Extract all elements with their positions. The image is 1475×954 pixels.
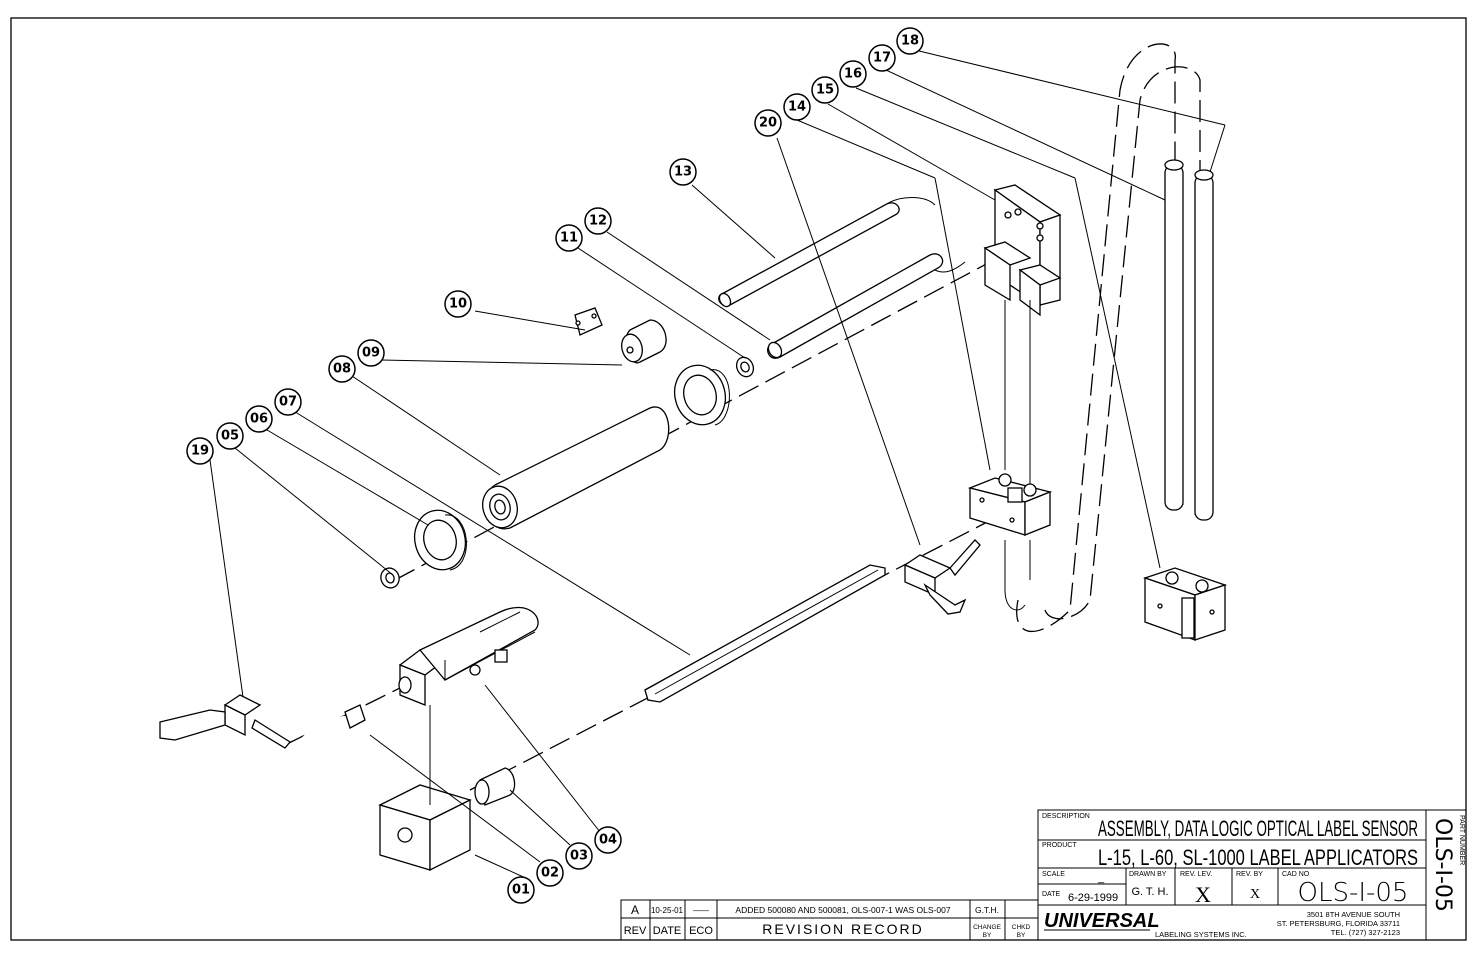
svg-text:17: 17 xyxy=(873,51,891,66)
drawn-by-label: DRAWN BY xyxy=(1129,871,1167,878)
revision-record: A 10-25-01 —— ADDED 500080 AND 500081, O… xyxy=(620,899,1039,941)
product-label: PRODUCT xyxy=(1042,842,1077,849)
date-header: DATE xyxy=(653,925,682,937)
svg-text:06: 06 xyxy=(250,412,268,427)
balloon-12: 12 xyxy=(584,207,612,235)
svg-text:02: 02 xyxy=(541,866,559,881)
svg-text:01: 01 xyxy=(512,883,530,898)
svg-text:07: 07 xyxy=(279,395,297,410)
balloon-11: 11 xyxy=(555,224,583,252)
company-logo: UNIVERSAL xyxy=(1044,910,1160,932)
balloon-15: 15 xyxy=(811,76,839,104)
drawing-border xyxy=(10,17,1467,941)
balloon-14: 14 xyxy=(783,93,811,121)
revision-record-title: REVISION RECORD xyxy=(762,921,923,937)
product-value: L-15, L-60, SL-1000 LABEL APPLICATORS xyxy=(1098,845,1418,870)
title-block: DESCRIPTION ASSEMBLY, DATA LOGIC OPTICAL… xyxy=(1037,809,1467,941)
cad-no-value: OLS-I-05 xyxy=(1298,878,1409,908)
balloon-04: 04 xyxy=(594,826,622,854)
rev-change-by: G.T.H. xyxy=(975,905,999,915)
balloon-20: 20 xyxy=(754,109,782,137)
balloon-03: 03 xyxy=(565,842,593,870)
rev-date-value: 10-25-01 xyxy=(651,906,684,915)
balloon-18: 18 xyxy=(896,27,924,55)
rev-value: A xyxy=(631,903,639,917)
svg-text:04: 04 xyxy=(599,833,617,848)
svg-text:14: 14 xyxy=(788,100,806,115)
svg-text:13: 13 xyxy=(674,165,692,180)
svg-text:12: 12 xyxy=(589,214,607,229)
svg-text:10: 10 xyxy=(449,297,467,312)
address-line-3: TEL. (727) 327-2123 xyxy=(1331,928,1400,937)
svg-text:05: 05 xyxy=(221,429,239,444)
balloon-17: 17 xyxy=(868,44,896,72)
scale-value: _ xyxy=(1097,872,1105,884)
scale-label: SCALE xyxy=(1042,871,1065,878)
svg-text:15: 15 xyxy=(816,83,834,98)
balloon-10: 10 xyxy=(444,290,472,318)
eco-header: ECO xyxy=(689,925,713,937)
part-number-value: OLS-I-05 xyxy=(1430,818,1455,912)
drawn-by-value: G. T. H. xyxy=(1131,886,1168,898)
cad-no-label: CAD NO xyxy=(1282,871,1310,878)
balloon-01: 01 xyxy=(507,876,535,904)
company-sub: LABELING SYSTEMS INC. xyxy=(1155,930,1247,939)
svg-text:11: 11 xyxy=(560,231,578,246)
address-line-2: ST. PETERSBURG, FLORIDA 33711 xyxy=(1277,919,1400,928)
rev-eco-value: —— xyxy=(693,906,709,915)
address-line-1: 3501 8TH AVENUE SOUTH xyxy=(1307,910,1400,919)
balloon-06: 06 xyxy=(245,405,273,433)
balloon-13: 13 xyxy=(669,158,697,186)
description-label: DESCRIPTION xyxy=(1042,813,1090,820)
svg-text:09: 09 xyxy=(362,346,380,361)
svg-text:16: 16 xyxy=(844,67,862,82)
balloon-09: 09 xyxy=(357,339,385,367)
balloon-16: 16 xyxy=(839,60,867,88)
rev-description: ADDED 500080 AND 500081, OLS-007-1 WAS O… xyxy=(735,905,950,915)
svg-text:03: 03 xyxy=(570,849,588,864)
rev-by-label: REV. BY xyxy=(1236,871,1263,878)
svg-text:20: 20 xyxy=(759,116,777,131)
balloon-07: 07 xyxy=(274,388,302,416)
svg-text:08: 08 xyxy=(333,362,351,377)
parts-art xyxy=(159,43,1228,881)
svg-text:18: 18 xyxy=(901,34,919,49)
balloon-08: 08 xyxy=(328,355,356,383)
rev-lev-value: X xyxy=(1195,882,1211,907)
balloon-02: 02 xyxy=(536,859,564,887)
balloon-19: 19 xyxy=(186,437,214,465)
rev-lev-label: REV. LEV. xyxy=(1180,871,1212,878)
part-number-label: PART NUMBER xyxy=(1458,815,1465,865)
description-value: ASSEMBLY, DATA LOGIC OPTICAL LABEL SENSO… xyxy=(1098,816,1418,841)
svg-text:19: 19 xyxy=(191,444,209,459)
balloon-05: 05 xyxy=(216,422,244,450)
rev-header: REV xyxy=(624,925,647,937)
date-label: DATE xyxy=(1042,891,1060,898)
rev-by-value: X xyxy=(1250,887,1260,902)
date-value: 6-29-1999 xyxy=(1068,892,1118,904)
